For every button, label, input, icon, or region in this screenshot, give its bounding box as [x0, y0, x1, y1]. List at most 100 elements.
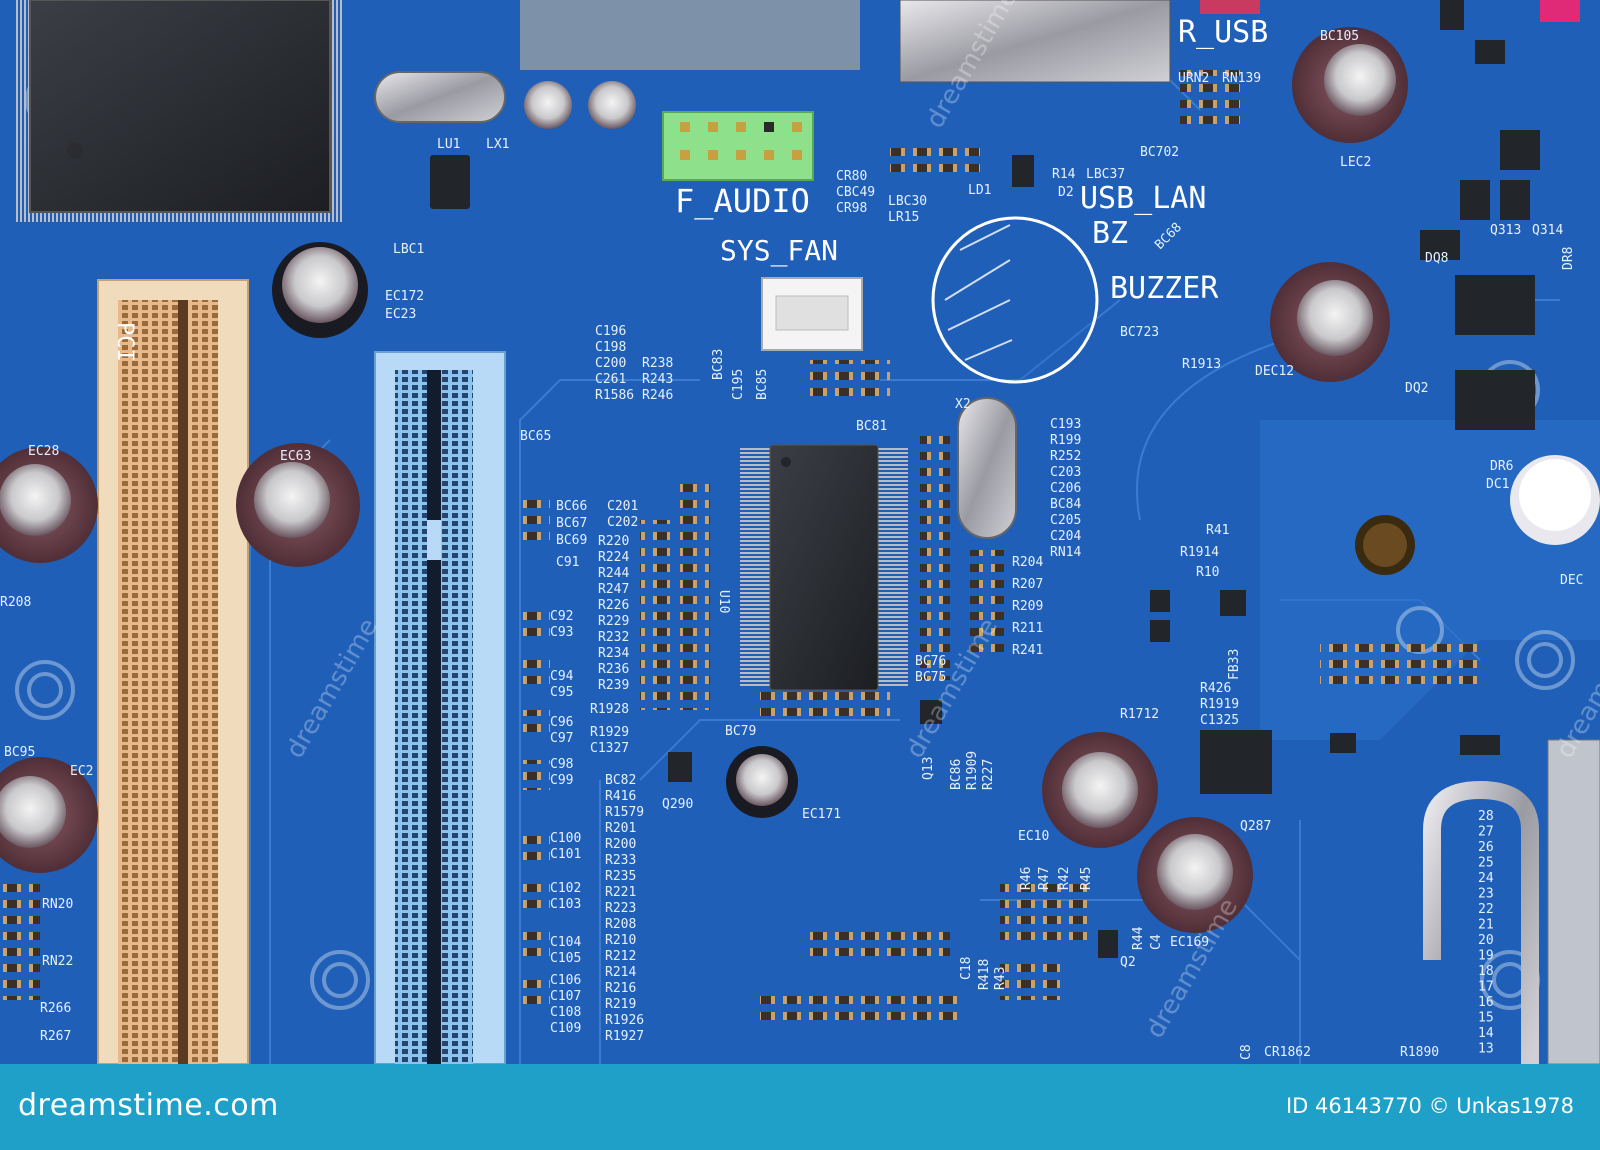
- svg-text:Q13: Q13: [921, 757, 936, 780]
- svg-text:Q313: Q313: [1490, 223, 1521, 238]
- capacitor-ec2: [0, 757, 98, 873]
- svg-text:BC86: BC86: [949, 759, 964, 790]
- svg-text:R43: R43: [993, 967, 1008, 990]
- pin-number: 23: [1478, 887, 1494, 902]
- svg-text:C200: C200: [595, 356, 626, 371]
- pin-number: 18: [1478, 964, 1494, 979]
- svg-text:R10: R10: [1196, 565, 1219, 580]
- svg-text:LEC2: LEC2: [1340, 155, 1371, 170]
- svg-text:DEC12: DEC12: [1255, 364, 1294, 379]
- svg-text:R1919: R1919: [1200, 697, 1239, 712]
- svg-text:R211: R211: [1012, 621, 1043, 636]
- svg-text:EC169: EC169: [1170, 935, 1209, 950]
- label-sys-fan: SYS_FAN: [720, 234, 838, 268]
- svg-text:Q314: Q314: [1532, 223, 1563, 238]
- svg-text:BC75: BC75: [915, 670, 946, 685]
- svg-text:LD1: LD1: [968, 183, 991, 198]
- svg-text:URN2: URN2: [1178, 71, 1209, 86]
- footer-image-id: ID 46143770 © Unkas1978: [1285, 1094, 1574, 1118]
- svg-text:BC723: BC723: [1120, 325, 1159, 340]
- svg-text:EC171: EC171: [802, 807, 841, 822]
- svg-text:R41: R41: [1206, 523, 1229, 538]
- svg-text:R220: R220: [598, 534, 629, 549]
- capacitor-lec2: [1292, 27, 1408, 143]
- svg-text:R199: R199: [1050, 433, 1081, 448]
- svg-text:R426: R426: [1200, 681, 1231, 696]
- svg-text:BC702: BC702: [1140, 145, 1179, 160]
- svg-text:EC63: EC63: [280, 449, 311, 464]
- svg-text:FB33: FB33: [1227, 649, 1242, 680]
- svg-text:EC2: EC2: [70, 764, 93, 779]
- svg-text:DQ2: DQ2: [1405, 381, 1428, 396]
- pin-number: 13: [1478, 1042, 1494, 1057]
- label-pci: PCI: [112, 322, 137, 362]
- svg-text:R216: R216: [605, 981, 636, 996]
- svg-text:R223: R223: [605, 901, 636, 916]
- svg-text:R244: R244: [598, 566, 629, 581]
- label-f-audio: F_AUDIO: [675, 182, 810, 220]
- capacitor-ec171: [726, 746, 798, 818]
- svg-text:R212: R212: [605, 949, 636, 964]
- svg-text:R210: R210: [605, 933, 636, 948]
- svg-text:R45: R45: [1079, 867, 1094, 890]
- svg-text:LU1: LU1: [437, 137, 460, 152]
- svg-text:R42: R42: [1057, 867, 1072, 890]
- svg-text:LX1: LX1: [486, 137, 509, 152]
- crystal-oscillator-top: [374, 71, 506, 123]
- svg-text:R247: R247: [598, 582, 629, 597]
- svg-text:R235: R235: [605, 869, 636, 884]
- svg-text:RN14: RN14: [1050, 545, 1081, 560]
- svg-text:R226: R226: [598, 598, 629, 613]
- svg-text:BC83: BC83: [711, 349, 726, 380]
- svg-text:C108: C108: [550, 1005, 581, 1020]
- audio-header: [662, 111, 814, 181]
- svg-text:BC105: BC105: [1320, 29, 1359, 44]
- svg-text:DQ8: DQ8: [1425, 251, 1448, 266]
- svg-text:R233: R233: [605, 853, 636, 868]
- svg-text:C92: C92: [550, 609, 573, 624]
- svg-text:DR8: DR8: [1561, 247, 1576, 270]
- svg-text:R1914: R1914: [1180, 545, 1219, 560]
- svg-text:C196: C196: [595, 324, 626, 339]
- svg-text:R208: R208: [605, 917, 636, 932]
- svg-text:BC69: BC69: [556, 533, 587, 548]
- svg-text:C102: C102: [550, 881, 581, 896]
- svg-text:C204: C204: [1050, 529, 1081, 544]
- svg-text:R232: R232: [598, 630, 629, 645]
- svg-text:LBC1: LBC1: [393, 242, 424, 257]
- svg-text:C18: C18: [959, 957, 974, 980]
- silkscreen-small-labels: BC105 URN2 RN139 LU1 LX1 LD1 D2 R14 LBC3…: [0, 29, 1583, 1060]
- svg-text:R209: R209: [1012, 599, 1043, 614]
- svg-text:R46: R46: [1019, 867, 1034, 890]
- svg-text:RN139: RN139: [1222, 71, 1261, 86]
- svg-text:R201: R201: [605, 821, 636, 836]
- svg-text:C109: C109: [550, 1021, 581, 1036]
- pci-slot: [97, 279, 249, 1064]
- svg-text:R1712: R1712: [1120, 707, 1159, 722]
- pin-number: 15: [1478, 1011, 1494, 1026]
- svg-text:C107: C107: [550, 989, 581, 1004]
- svg-text:DC1: DC1: [1486, 477, 1509, 492]
- svg-text:C105: C105: [550, 951, 581, 966]
- svg-text:C201: C201: [607, 499, 638, 514]
- svg-text:C195: C195: [731, 369, 746, 400]
- svg-text:CR98: CR98: [836, 201, 867, 216]
- sys-fan-connector: [761, 277, 863, 351]
- svg-text:R207: R207: [1012, 577, 1043, 592]
- svg-text:R1913: R1913: [1182, 357, 1221, 372]
- capacitor-ec28: [0, 447, 98, 563]
- small-capacitors-top: [524, 81, 636, 129]
- capacitor-ec63: [236, 443, 360, 567]
- svg-text:R1909: R1909: [965, 751, 980, 790]
- small-ics: [430, 0, 1540, 958]
- label-usb-lan: USB_LAN: [1080, 181, 1206, 216]
- svg-text:R236: R236: [598, 662, 629, 677]
- svg-text:EC172: EC172: [385, 289, 424, 304]
- electrolytic-capacitors: [0, 27, 1600, 933]
- svg-text:C97: C97: [550, 731, 573, 746]
- svg-text:C205: C205: [1050, 513, 1081, 528]
- svg-text:R1586: R1586: [595, 388, 634, 403]
- capacitor-dec-right: [1510, 455, 1600, 545]
- svg-text:R1926: R1926: [605, 1013, 644, 1028]
- svg-text:C104: C104: [550, 935, 581, 950]
